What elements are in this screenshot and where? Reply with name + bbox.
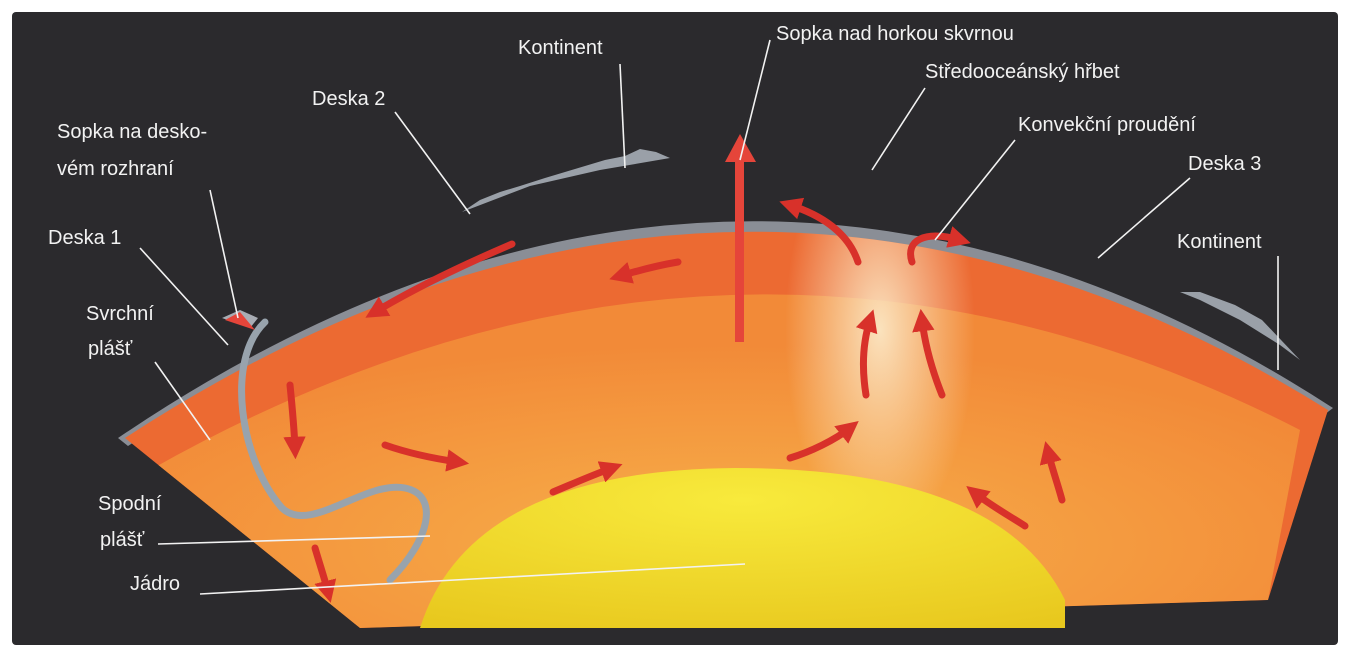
label-core: Jádro <box>130 573 180 595</box>
label-volcano-boundary-line2: vém rozhraní <box>57 158 174 180</box>
label-volcano-boundary-line1: Sopka na desko- <box>57 121 207 143</box>
label-upper-mantle-line2: plášť <box>88 338 133 360</box>
label-continent-right: Kontinent <box>1177 231 1262 253</box>
label-lower-mantle-line1: Spodní <box>98 493 162 515</box>
label-plate-1: Deska 1 <box>48 227 121 249</box>
hotspot-plume <box>735 152 744 342</box>
label-hotspot-volcano: Sopka nad horkou skvrnou <box>776 23 1014 45</box>
continent-left-landmass <box>462 149 670 212</box>
label-lower-mantle-line2: plášť <box>100 529 145 551</box>
label-continent-left: Kontinent <box>518 37 603 59</box>
label-mid-ocean-ridge: Středooceánský hřbet <box>925 61 1120 83</box>
label-upper-mantle-line1: Svrchní <box>86 303 154 325</box>
label-plate-3: Deska 3 <box>1188 153 1261 175</box>
label-plate-2: Deska 2 <box>312 88 385 110</box>
label-convection: Konvekční proudění <box>1018 114 1196 136</box>
